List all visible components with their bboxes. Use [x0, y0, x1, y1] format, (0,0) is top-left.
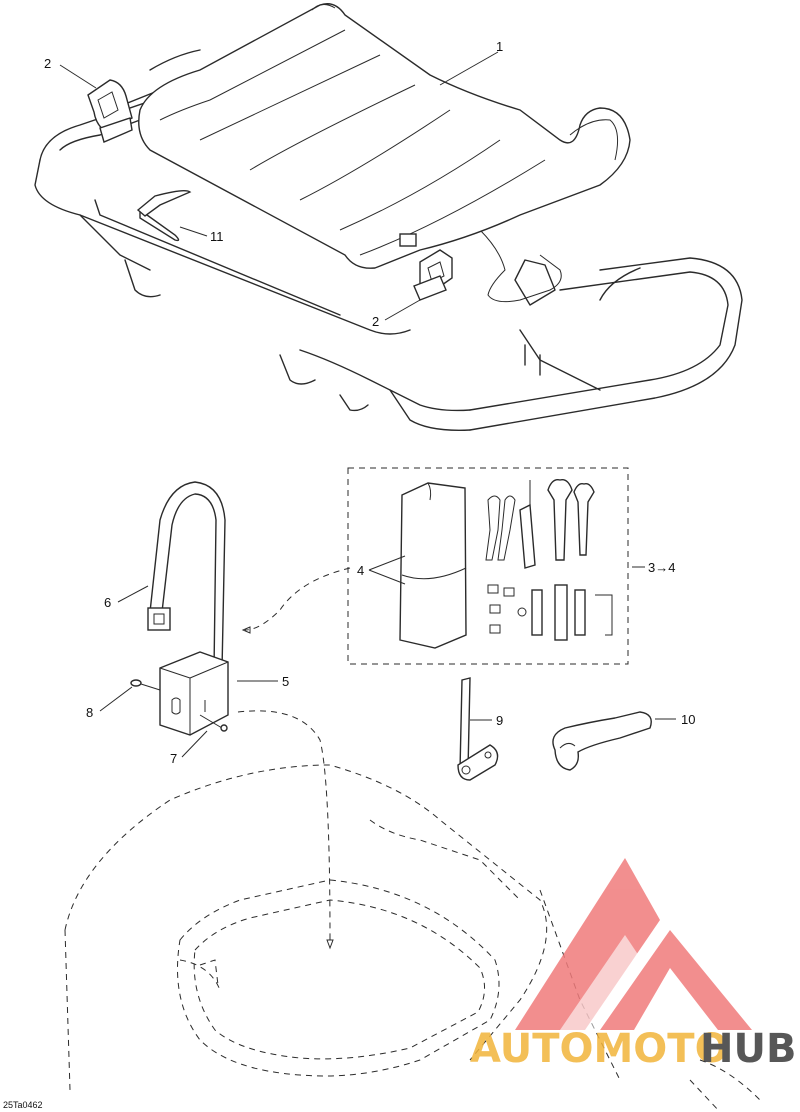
callout-labels: 1 2 2 11 6 5 8 7 4 3→4 9 10 25Ta0462 — [3, 39, 695, 1110]
callout-2-rear: 2 — [372, 314, 379, 329]
callout-2-front: 2 — [44, 56, 51, 71]
callout-10: 10 — [681, 712, 695, 727]
storage-compartment — [64, 764, 761, 1112]
watermark-text-automoto: AUTOMOTO — [470, 1026, 729, 1072]
callout-5: 5 — [282, 674, 289, 689]
tool-strap — [147, 481, 226, 671]
callout-11: 11 — [210, 229, 224, 244]
tool-set — [485, 479, 613, 641]
hex-key — [136, 189, 192, 242]
callout-3-to-4: 3→4 — [648, 560, 675, 575]
callout-9: 9 — [496, 713, 503, 728]
rack-frame — [34, 48, 743, 431]
spark-plug-wrench — [457, 677, 499, 781]
seat-latch-rear — [413, 249, 453, 301]
tool-bracket — [159, 651, 229, 736]
tool-pouch — [399, 482, 467, 649]
callout-8: 8 — [86, 705, 93, 720]
adjustment-spanner — [552, 711, 652, 771]
callout-6: 6 — [104, 595, 111, 610]
callout-7: 7 — [170, 751, 177, 766]
callout-1: 1 — [496, 39, 503, 54]
watermark-text-hub: HUB — [700, 1026, 796, 1072]
callout-4: 4 — [357, 563, 364, 578]
tool-kit-frame — [347, 467, 629, 665]
seat-latch-front — [87, 79, 133, 143]
drawing-code: 25Ta0462 — [3, 1100, 43, 1110]
screw — [199, 714, 228, 732]
washer — [130, 679, 161, 691]
leader-lines — [59, 51, 676, 950]
watermark-logo: AUTOMOTO HUB — [470, 858, 796, 1072]
seat-cushion — [138, 3, 631, 269]
